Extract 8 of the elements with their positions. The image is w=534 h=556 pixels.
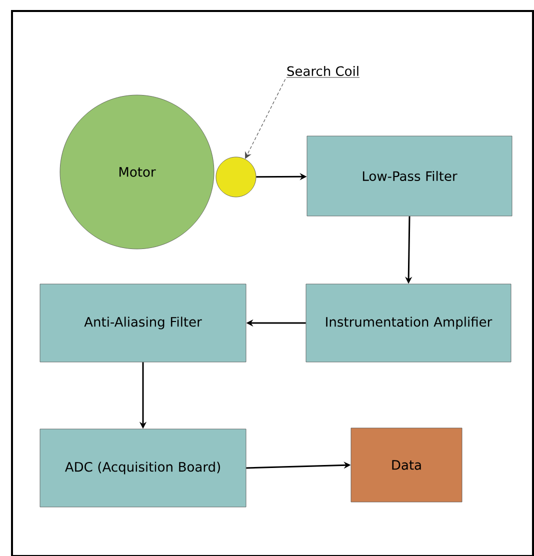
- process-box: Anti-Aliasing Filter: [40, 284, 246, 362]
- coil-circle: [216, 156, 256, 198]
- leader-line: [245, 78, 286, 159]
- output-box: Data: [350, 428, 462, 502]
- process-box: Low-Pass Filter: [306, 136, 512, 216]
- leader-text: Search Coil: [286, 66, 360, 78]
- process-box: Instrumentation Amplifier: [306, 284, 512, 362]
- process-box: ADC (Acquisition Board): [40, 428, 246, 508]
